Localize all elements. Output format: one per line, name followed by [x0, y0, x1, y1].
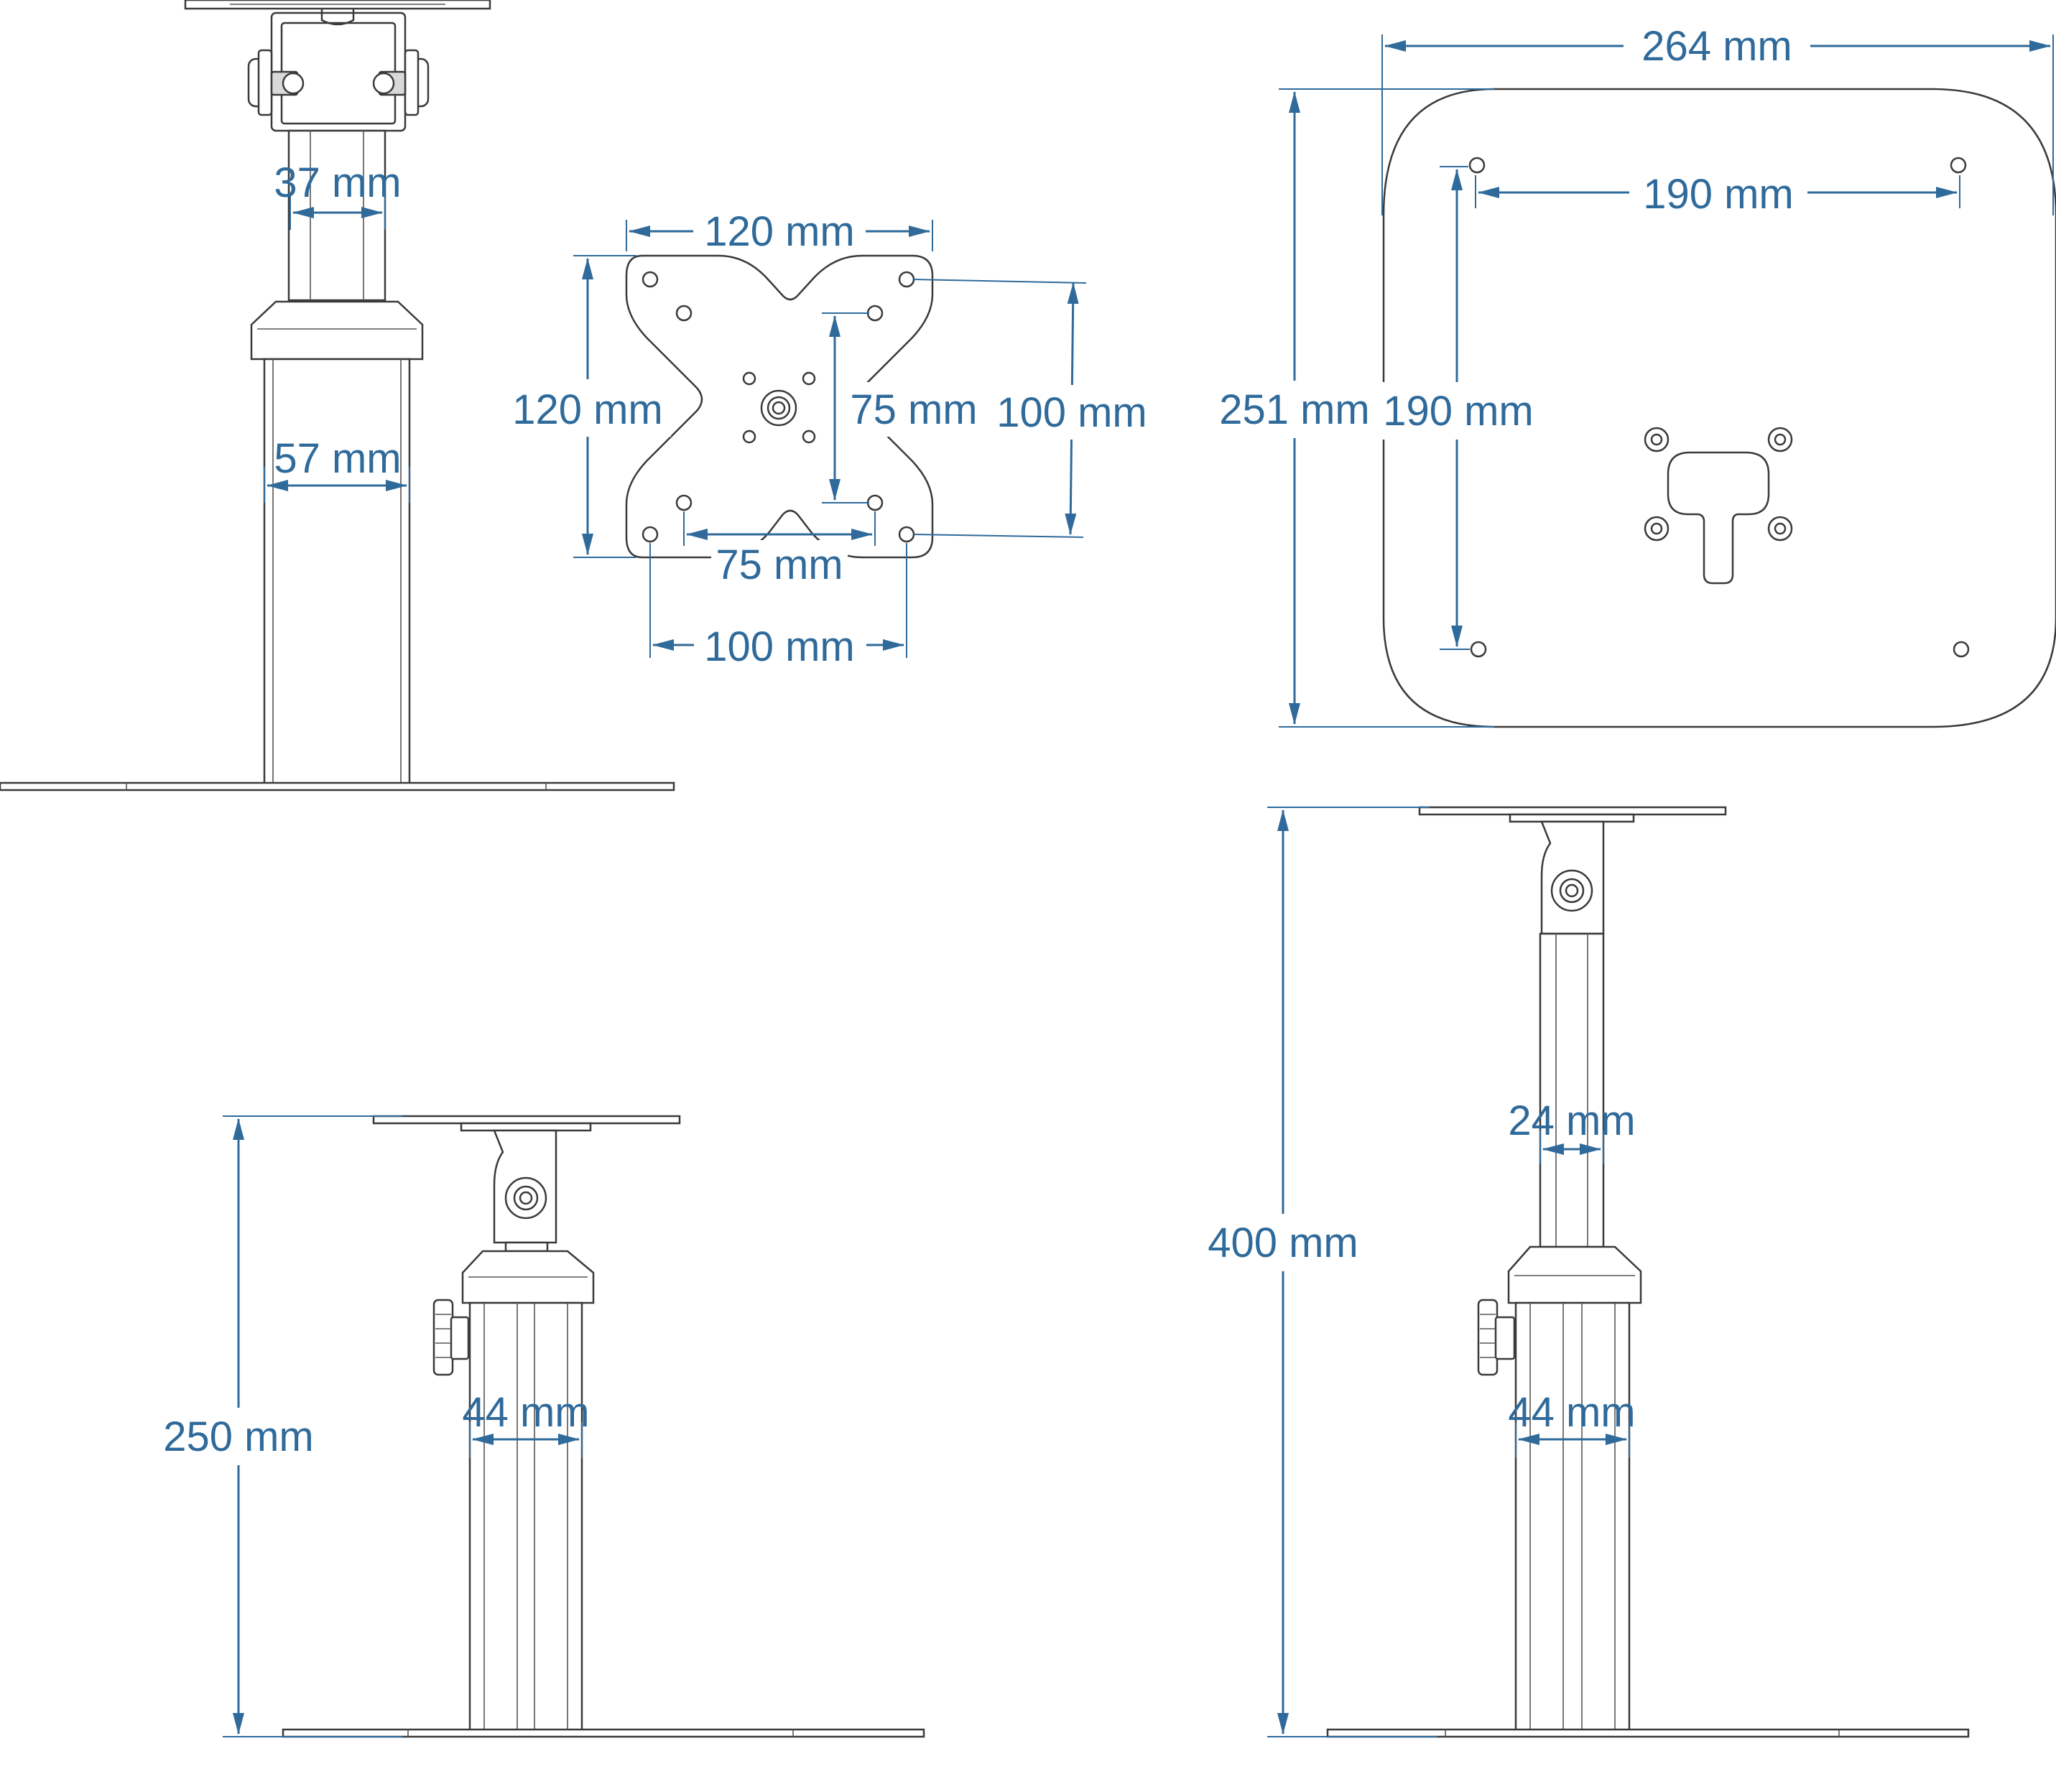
dim-label-vesa-100mm-v: 100 mm — [996, 389, 1147, 436]
dim-37mm: 37 mm — [274, 159, 402, 230]
dim-label-57mm: 57 mm — [274, 435, 401, 482]
dim-vesa-120mm-vertical: 120 mm — [509, 255, 671, 558]
dim-base-190mm-horizontal: 190 mm — [1475, 167, 1960, 218]
left-knob-icon — [247, 49, 305, 116]
dim-label-44mm-collapsed: 44 mm — [462, 1389, 589, 1436]
side-knob-extended-icon — [1477, 1299, 1516, 1376]
dim-label-250mm: 250 mm — [163, 1413, 314, 1460]
dim-label-251mm: 251 mm — [1219, 386, 1370, 433]
dim-label-44mm-extended: 44 mm — [1508, 1389, 1635, 1436]
dim-base-264mm: 264 mm — [1381, 19, 2054, 215]
dim-vesa-100mm-vertical: 100 mm — [913, 279, 1152, 538]
base-plate — [1382, 88, 2056, 728]
dim-57mm: 57 mm — [264, 435, 410, 503]
dim-24mm: 24 mm — [1508, 1097, 1636, 1164]
vesa-plate — [625, 254, 934, 559]
dim-vesa-120mm-horizontal: 120 mm — [626, 203, 933, 255]
dim-label-264mm: 264 mm — [1641, 23, 1792, 70]
front-view-stand — [0, 0, 675, 791]
dim-vesa-75mm-horizontal: 75 mm — [683, 511, 876, 588]
dim-label-vesa-120mm-h: 120 mm — [704, 208, 855, 255]
dim-label-400mm: 400 mm — [1208, 1220, 1358, 1266]
dim-label-190mm-v: 190 mm — [1383, 388, 1534, 435]
side-view-collapsed-stand — [282, 1115, 925, 1738]
dim-400mm: 400 mm — [1201, 807, 1437, 1737]
right-knob-icon — [372, 49, 430, 116]
dim-250mm: 250 mm — [157, 1115, 402, 1737]
side-knob-icon — [432, 1299, 470, 1376]
dim-base-190mm-vertical: 190 mm — [1378, 166, 1537, 650]
dim-44mm-collapsed: 44 mm — [462, 1389, 590, 1458]
side-view-extended-stand — [1326, 806, 1970, 1738]
dim-vesa-100mm-horizontal: 100 mm — [649, 543, 907, 670]
dim-label-vesa-75mm-h: 75 mm — [716, 542, 843, 588]
dim-label-190mm-h: 190 mm — [1643, 171, 1794, 218]
dim-vesa-75mm-vertical: 75 mm — [822, 312, 980, 503]
dim-44mm-extended: 44 mm — [1508, 1389, 1636, 1458]
dim-label-vesa-120mm-v: 120 mm — [512, 386, 663, 433]
dim-label-37mm: 37 mm — [274, 159, 401, 206]
dim-label-24mm: 24 mm — [1508, 1097, 1635, 1144]
dim-base-251mm: 251 mm — [1213, 88, 1494, 728]
dim-label-vesa-100mm-h: 100 mm — [704, 623, 855, 670]
dim-label-vesa-75mm-v: 75 mm — [850, 386, 977, 433]
